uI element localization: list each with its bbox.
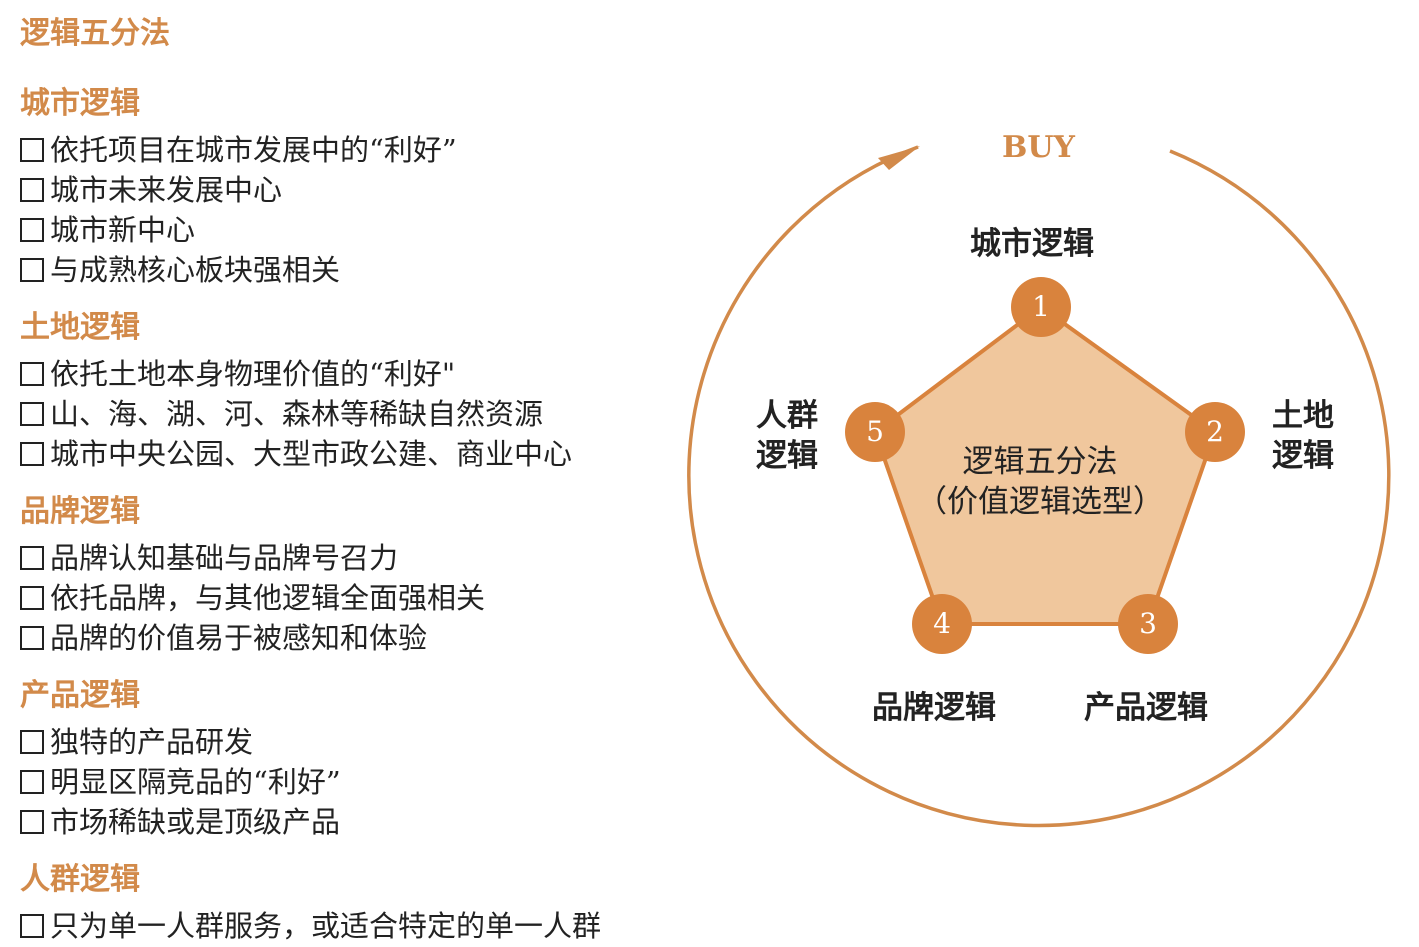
node-label-people-2: 逻辑	[756, 438, 818, 474]
node-number-4: 4	[933, 607, 951, 640]
section-product: 产品逻辑 独特的产品研发 明显区隔竞品的“利好” 市场稀缺或是顶级产品	[20, 674, 341, 842]
list-item: 明显区隔竞品的“利好”	[20, 762, 341, 802]
node-label-land-2: 逻辑	[1272, 438, 1334, 474]
list-item: 只为单一人群服务，或适合特定的单一人群	[20, 906, 601, 946]
node-circle-1	[1011, 277, 1071, 337]
checkbox-icon	[20, 626, 44, 650]
section-title: 人群逻辑	[20, 862, 140, 897]
node-label-product: 产品逻辑	[1084, 690, 1208, 726]
buy-label: BUY	[1002, 130, 1075, 165]
list-item: 品牌的价值易于被感知和体验	[20, 618, 485, 658]
node-circle-4	[912, 594, 972, 654]
node-number-5: 5	[866, 415, 884, 448]
section-title: 城市逻辑	[20, 86, 140, 121]
checkbox-icon	[20, 218, 44, 242]
node-circle-2	[1185, 402, 1245, 462]
list-item: 依托土地本身物理价值的“利好"	[20, 354, 572, 394]
list-item: 与成熟核心板块强相关	[20, 250, 457, 290]
checkbox-icon	[20, 442, 44, 466]
node-circle-3	[1118, 594, 1178, 654]
checkbox-icon	[20, 362, 44, 386]
section-title: 土地逻辑	[20, 310, 140, 345]
checkbox-icon	[20, 810, 44, 834]
checkbox-icon	[20, 586, 44, 610]
section-title: 品牌逻辑	[20, 494, 140, 529]
list-item: 城市未来发展中心	[20, 170, 457, 210]
node-number-1: 1	[1032, 290, 1050, 323]
section-brand: 品牌逻辑 品牌认知基础与品牌号召力 依托品牌，与其他逻辑全面强相关 品牌的价值易…	[20, 490, 485, 658]
main-title: 逻辑五分法	[20, 16, 170, 51]
pentagon-shape	[872, 304, 1218, 626]
section-city: 城市逻辑 依托项目在城市发展中的“利好” 城市未来发展中心 城市新中心 与成熟核…	[20, 82, 457, 290]
list-item: 城市新中心	[20, 210, 457, 250]
list-item: 城市中央公园、大型市政公建、商业中心	[20, 434, 572, 474]
checkbox-icon	[20, 730, 44, 754]
center-label: 逻辑五分法 （价值逻辑选型）	[900, 442, 1180, 522]
list-item: 市场稀缺或是顶级产品	[20, 802, 341, 842]
center-label-line1: 逻辑五分法	[962, 444, 1118, 480]
section-title: 产品逻辑	[20, 678, 140, 713]
list-item: 独特的产品研发	[20, 722, 341, 762]
checkbox-icon	[20, 402, 44, 426]
checkbox-icon	[20, 138, 44, 162]
list-item: 依托项目在城市发展中的“利好”	[20, 130, 457, 170]
checkbox-icon	[20, 258, 44, 282]
left-panel: 逻辑五分法 城市逻辑 依托项目在城市发展中的“利好” 城市未来发展中心 城市新中…	[20, 12, 710, 943]
checkbox-icon	[20, 178, 44, 202]
section-land: 土地逻辑 依托土地本身物理价值的“利好" 山、海、湖、河、森林等稀缺自然资源 城…	[20, 306, 572, 474]
center-label-line2: （价值逻辑选型）	[916, 484, 1164, 520]
list-item: 品牌认知基础与品牌号召力	[20, 538, 485, 578]
checkbox-icon	[20, 546, 44, 570]
node-label-city: 城市逻辑	[970, 226, 1094, 262]
checkbox-icon	[20, 770, 44, 794]
arrowhead-icon	[878, 146, 920, 170]
cycle-arc	[687, 145, 1391, 828]
list-item: 山、海、湖、河、森林等稀缺自然资源	[20, 394, 572, 434]
node-label-land-1: 土地	[1272, 398, 1334, 434]
checkbox-icon	[20, 914, 44, 938]
list-item: 依托品牌，与其他逻辑全面强相关	[20, 578, 485, 618]
node-circle-5	[845, 402, 905, 462]
node-number-3: 3	[1139, 607, 1157, 640]
node-number-2: 2	[1206, 415, 1224, 448]
node-label-brand: 品牌逻辑	[872, 690, 996, 726]
node-label-people-1: 人群	[756, 398, 818, 434]
section-people: 人群逻辑 只为单一人群服务，或适合特定的单一人群	[20, 858, 601, 946]
